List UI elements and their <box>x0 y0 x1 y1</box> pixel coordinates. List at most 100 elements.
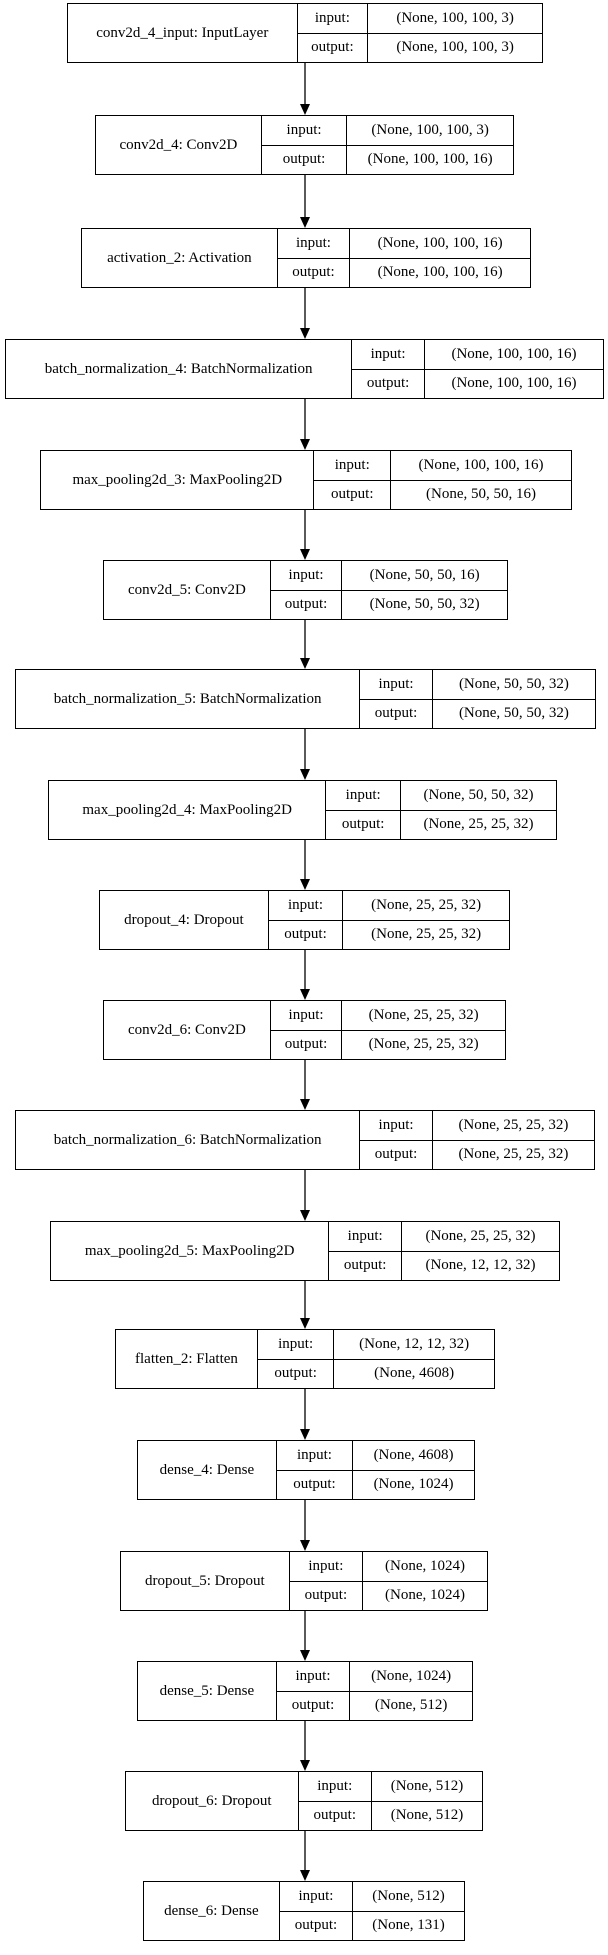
edge-arrowhead <box>300 1099 310 1110</box>
output-label: output: <box>284 926 327 943</box>
layer-name: batch_normalization_6: BatchNormalizatio… <box>16 1111 361 1169</box>
output-shape: (None, 50, 50, 32) <box>369 596 480 613</box>
output-shape: (None, 512) <box>374 1697 448 1714</box>
input-shape: (None, 50, 50, 32) <box>432 670 595 700</box>
io-shapes: (None, 100, 100, 16)(None, 100, 100, 16) <box>350 229 530 287</box>
input-shape: (None, 25, 25, 32) <box>342 1001 505 1031</box>
input-shape: (None, 25, 25, 32) <box>401 1222 559 1252</box>
layer-name: conv2d_4_input: InputLayer <box>68 4 298 62</box>
input-label: input: <box>314 451 391 481</box>
output-label: output: <box>313 1807 357 1824</box>
io-shapes: (None, 4608)(None, 1024) <box>353 1441 474 1499</box>
output-shape: (None, 4608) <box>374 1365 455 1382</box>
output-shape: (None, 100, 100, 16) <box>451 375 577 392</box>
layer-name: conv2d_6: Conv2D <box>104 1001 271 1059</box>
layer-name: conv2d_5: Conv2D <box>104 561 271 619</box>
input-label: input: <box>352 340 424 370</box>
layer-name: dropout_4: Dropout <box>100 891 269 949</box>
output-label: output: <box>282 151 326 168</box>
output-label: output: <box>304 1587 348 1604</box>
output-shape: (None, 25, 25, 32) <box>371 926 482 943</box>
io-shapes: (None, 12, 12, 32)(None, 4608) <box>334 1330 494 1388</box>
io-shapes: (None, 50, 50, 32)(None, 50, 50, 32) <box>432 670 595 728</box>
layer-name: batch_normalization_4: BatchNormalizatio… <box>6 340 353 398</box>
edge-arrowhead <box>300 1318 310 1329</box>
edge-arrowhead <box>300 439 310 450</box>
edge-arrowhead <box>300 658 310 669</box>
io-labels: input:output: <box>270 561 343 619</box>
layer-name: dropout_6: Dropout <box>126 1772 299 1830</box>
input-label: input: <box>268 891 343 921</box>
output-shape: (None, 12, 12, 32) <box>425 1257 536 1274</box>
io-labels: input:output: <box>326 781 401 839</box>
input-label: input: <box>277 229 350 259</box>
output-shape: (None, 100, 100, 16) <box>377 264 503 281</box>
layer-name: max_pooling2d_3: MaxPooling2D <box>41 451 315 509</box>
output-label: output: <box>374 1146 418 1163</box>
io-shapes: (None, 100, 100, 16) (None, 100, 100, 16) <box>424 340 603 398</box>
input-shape: (None, 100, 100, 16) <box>424 340 603 370</box>
input-label: input: <box>360 670 432 700</box>
input-shape: (None, 512) <box>353 1882 464 1912</box>
input-label: input: <box>329 1222 401 1252</box>
layer-name: flatten_2: Flatten <box>116 1330 258 1388</box>
layer-name: activation_2: Activation <box>82 229 278 287</box>
io-shapes: (None, 100, 100, 3) (None, 100, 100, 16) <box>347 116 513 174</box>
io-shapes: (None, 25, 25, 32) (None, 12, 12, 32) <box>401 1222 559 1280</box>
input-shape: (None, 1024) <box>350 1662 473 1692</box>
input-shape: (None, 25, 25, 32) <box>432 1111 594 1141</box>
edge-arrowhead <box>300 1429 310 1440</box>
output-label: output: <box>311 39 354 56</box>
input-shape: (None, 100, 100, 16) <box>391 451 571 481</box>
io-shapes: (None, 1024)(None, 1024) <box>363 1552 487 1610</box>
output-label: output: <box>292 264 335 281</box>
input-shape: (None, 50, 50, 32) <box>400 781 556 811</box>
input-label: input: <box>279 1882 353 1912</box>
output-label: output: <box>284 1036 328 1053</box>
edge-arrowhead <box>300 989 310 1000</box>
io-labels: input:output: <box>298 1772 372 1830</box>
output-shape: (None, 100, 100, 16) <box>367 151 493 168</box>
io-labels: input: output: <box>261 116 348 174</box>
edge-arrowhead <box>300 879 310 890</box>
io-labels: input: output: <box>314 451 392 509</box>
io-shapes: (None, 25, 25, 32)(None, 25, 25, 32) <box>343 891 509 949</box>
input-label: input: <box>261 116 347 146</box>
io-labels: input: output: <box>297 4 369 62</box>
output-label: output: <box>331 486 374 503</box>
io-shapes: (None, 50, 50, 32)(None, 25, 25, 32) <box>400 781 556 839</box>
layer-node: batch_normalization_4: BatchNormalizatio… <box>5 339 604 399</box>
input-label: input: <box>360 1111 432 1141</box>
io-labels: input:output: <box>279 1882 354 1940</box>
layer-node: batch_normalization_5: BatchNormalizatio… <box>15 669 596 729</box>
io-labels: input: output: <box>360 670 433 728</box>
output-label: output: <box>374 705 418 722</box>
output-shape: (None, 100, 100, 3) <box>396 39 514 56</box>
input-shape: (None, 4608) <box>353 1441 474 1471</box>
io-labels: input: output: <box>360 1111 433 1169</box>
layer-name: dense_4: Dense <box>138 1441 277 1499</box>
edge-arrowhead <box>300 104 310 115</box>
input-shape: (None, 100, 100, 3) <box>347 116 513 146</box>
layer-name: max_pooling2d_5: MaxPooling2D <box>51 1222 330 1280</box>
input-label: input: <box>276 1441 353 1471</box>
output-label: output: <box>274 1365 317 1382</box>
output-label: output: <box>284 596 328 613</box>
layer-name: dense_5: Dense <box>138 1662 277 1720</box>
io-labels: input:output: <box>276 1662 351 1720</box>
io-shapes: (None, 1024) (None, 512) <box>350 1662 473 1720</box>
input-shape: (None, 50, 50, 16) <box>342 561 507 591</box>
input-label: input: <box>297 4 368 34</box>
edge-arrowhead <box>300 769 310 780</box>
